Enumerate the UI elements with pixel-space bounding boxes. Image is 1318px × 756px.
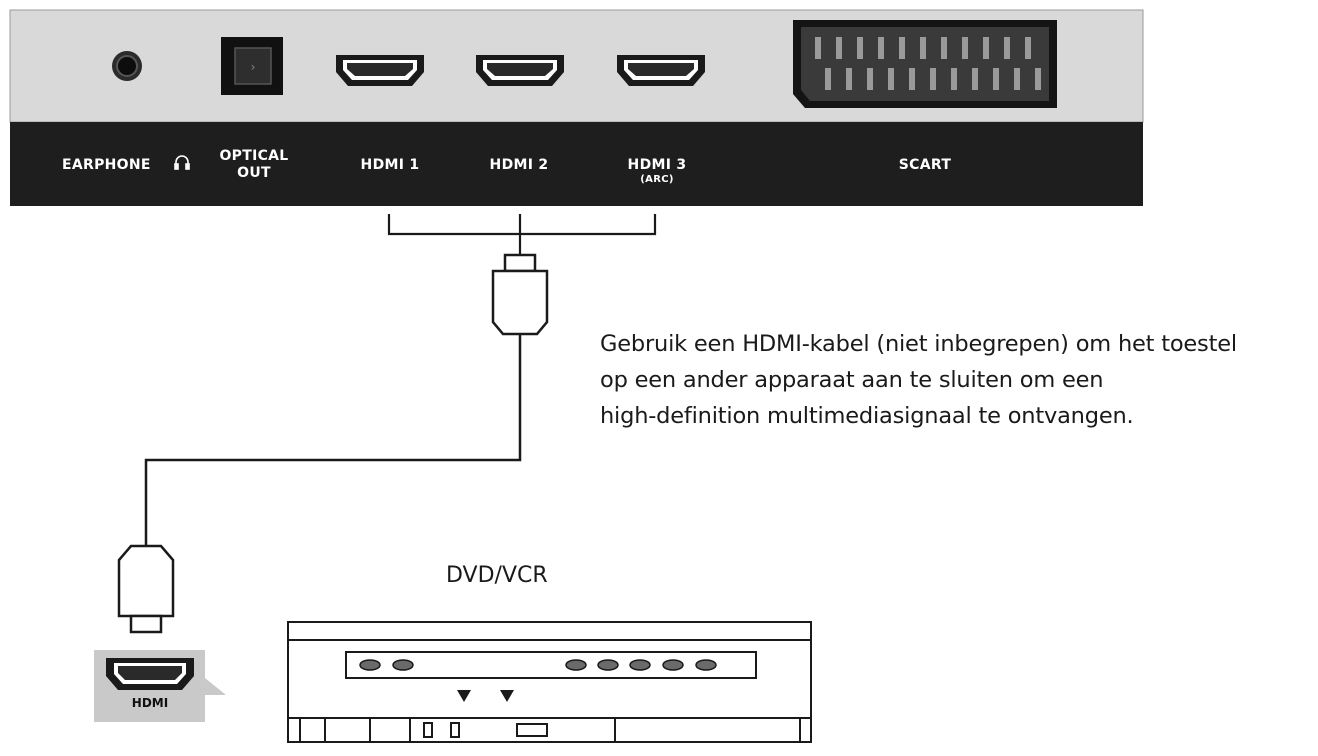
optical-label-line-1: OPTICAL: [219, 148, 289, 164]
connection-instructions: Gebruik een HDMI-kabel (niet inbegrepen)…: [600, 326, 1315, 434]
optical-label-line-2: OUT: [237, 165, 271, 181]
hdmi-3-arc-label: (ARC): [640, 174, 674, 185]
instruction-line: op een ander apparaat aan te sluiten om …: [600, 367, 1104, 393]
device-hdmi-label: HDMI: [131, 696, 169, 710]
hdmi-1-label: HDMI 1: [360, 157, 420, 173]
hdmi-3-port: [617, 55, 705, 86]
hdmi-3-label-text: HDMI 3: [627, 157, 687, 173]
hdmi-2-label: HDMI 2: [489, 157, 549, 173]
device-side-hdmi-plug: [117, 544, 175, 634]
device-indicator-triangles: [457, 690, 514, 702]
device-buttons: [359, 659, 717, 671]
instruction-line: Gebruik een HDMI-kabel (niet inbegrepen)…: [600, 331, 1237, 357]
tv-side-hdmi-plug: [491, 253, 549, 336]
instruction-line: high-definition multimediasignaal te ont…: [600, 403, 1134, 429]
scart-port: [793, 20, 1057, 108]
hdmi-cable: [144, 334, 522, 546]
hdmi-2-port: [476, 55, 564, 86]
hdmi-3-label: HDMI 3 (ARC): [612, 157, 702, 186]
dvd-vcr-device: [287, 621, 812, 743]
scart-label: SCART: [898, 157, 952, 173]
svg-text:›: ›: [251, 60, 256, 74]
headphone-icon: [174, 155, 190, 170]
hdmi-1-port: [336, 55, 424, 86]
earphone-label: EARPHONE: [62, 157, 151, 173]
earphone-jack: [112, 51, 142, 81]
optical-out-port: ›: [221, 37, 283, 95]
device-title: DVD/VCR: [446, 563, 548, 588]
device-hdmi-port: [94, 650, 226, 722]
hdmi-bracket: [387, 214, 657, 254]
